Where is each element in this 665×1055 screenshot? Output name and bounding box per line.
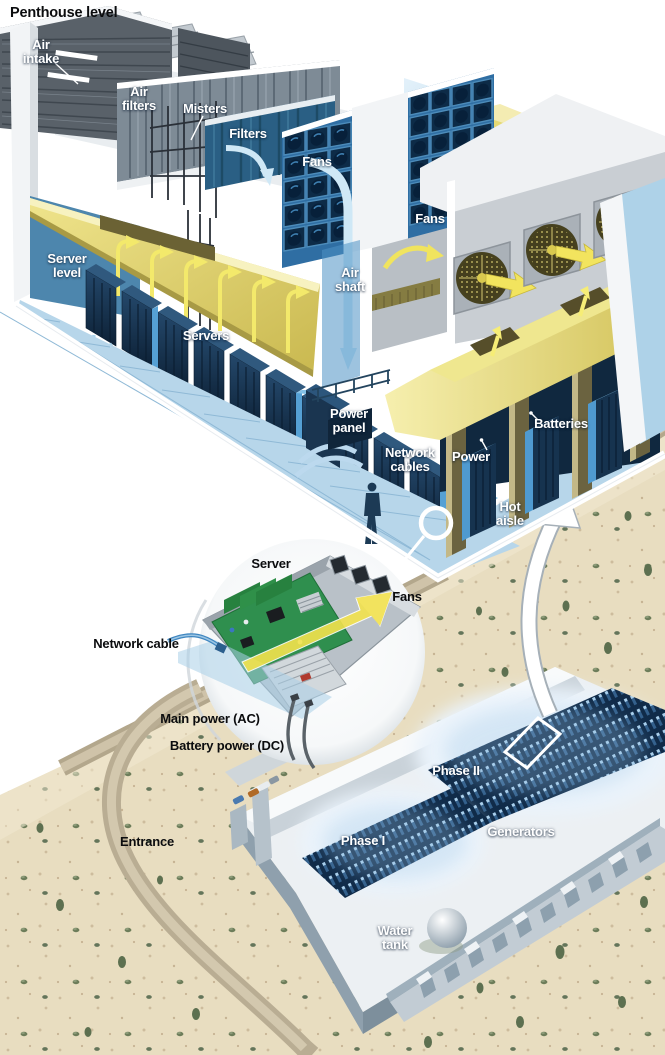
power-panel	[294, 384, 364, 478]
wall-blue-band	[620, 178, 665, 444]
server-detail-inset	[167, 539, 425, 770]
detail-callout	[396, 505, 454, 569]
cars	[232, 775, 280, 805]
outer-wall-right	[600, 194, 646, 452]
pillar	[352, 92, 408, 252]
battery-cabinets	[462, 388, 622, 541]
battery-plenum	[385, 272, 665, 440]
cutaway-slice-outline	[502, 716, 563, 770]
label-leaders	[54, 62, 539, 451]
server-chassis	[167, 554, 422, 770]
air-shaft	[311, 240, 391, 450]
cutaway-building	[0, 6, 665, 583]
fan-wall-1	[282, 110, 352, 268]
generators-yard	[386, 818, 665, 1022]
power-battery-section	[385, 178, 665, 558]
aerial-building	[225, 667, 665, 1034]
hot-air-plenum	[30, 198, 320, 377]
exhaust-fan-housing	[372, 94, 665, 352]
outer-wall-left	[10, 22, 30, 302]
water-tank	[419, 908, 467, 954]
airflow-arrow	[241, 591, 393, 673]
building-base-rims	[13, 302, 665, 583]
hot-air-arrowheads	[126, 235, 310, 299]
server-fans	[329, 554, 392, 595]
power-cords	[286, 699, 316, 770]
